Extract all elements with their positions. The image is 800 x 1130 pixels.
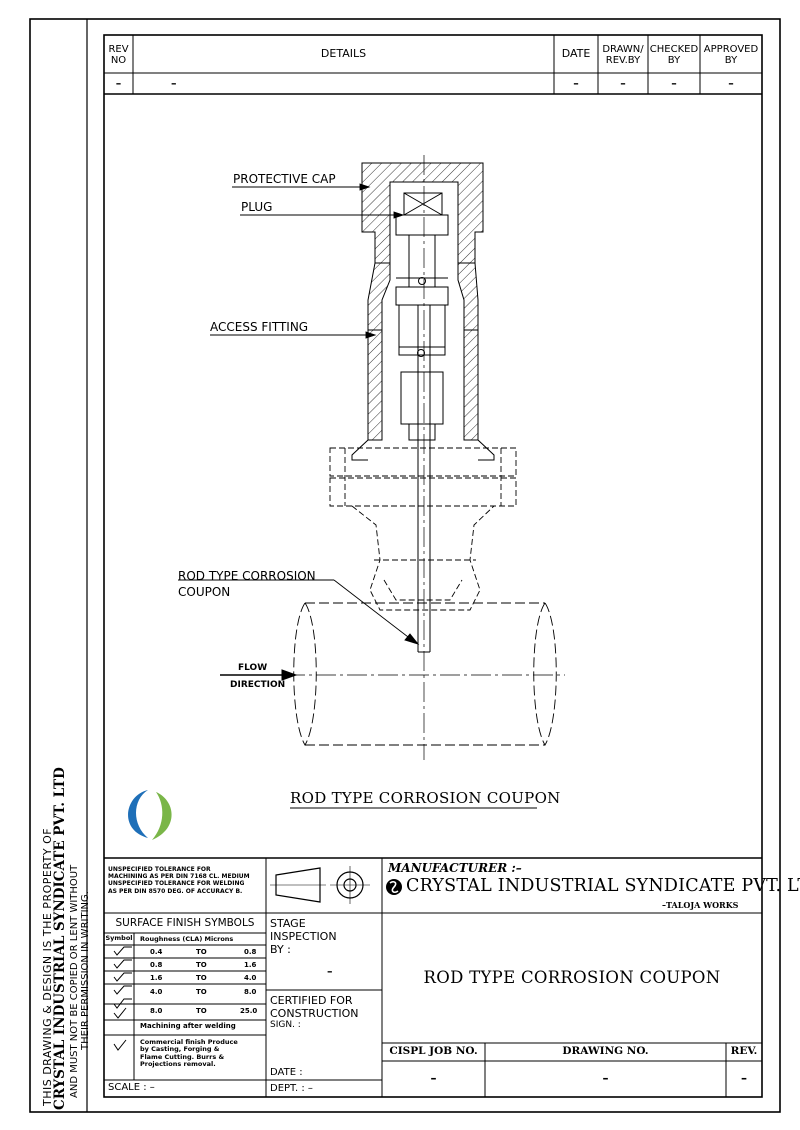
sf-row-1-from: 0.4 [150, 948, 163, 956]
drawn-header-1: DRAWN/ [602, 43, 644, 55]
sf-row-4-to-word: TO [196, 988, 207, 996]
stage-value: – [327, 965, 333, 978]
ownership-line-4: THEIR PERMISSION IN WRITING. [79, 891, 91, 1050]
sf-row-3-to-word: TO [196, 974, 207, 982]
date-value: – [573, 76, 579, 90]
sf-row-1-to: 0.8 [244, 948, 257, 956]
tolerance-note: UNSPECIFIED TOLERANCE FOR MACHINING AS P… [108, 866, 250, 895]
label-access-fitting: ACCESS FITTING [210, 320, 309, 334]
date-header: DATE [561, 47, 591, 61]
sf-commercial-3: Flame Cutting. Burrs & [140, 1052, 225, 1061]
checked-header-2: BY [667, 54, 681, 66]
rev-no-header-1: REV [108, 43, 129, 55]
certified-line-1: CERTIFIED FOR [270, 994, 353, 1007]
checked-header: CHECKED BY [648, 36, 700, 73]
drawn-header: DRAWN/ REV.BY [598, 36, 648, 73]
coupon-assembly [220, 155, 565, 760]
ownership-line-3: AND MUST NOT BE COPIED OR LENT WITHOUT [68, 864, 80, 1098]
approved-value: – [728, 76, 734, 90]
certified-block: CERTIFIED FOR CONSTRUCTION SIGN. : [270, 994, 359, 1031]
certified-sign: SIGN. : [270, 1020, 301, 1031]
label-coupon-2: COUPON [178, 585, 231, 599]
outer-border [29, 18, 781, 1113]
leader-lines [178, 183, 420, 645]
label-plug: PLUG [241, 200, 273, 214]
sf-row-4-from: 4.0 [150, 988, 163, 996]
rev-no-header-2: NO [110, 54, 127, 66]
manufacturer-label: MANUFACTURER :– [388, 861, 522, 875]
sf-commercial-2: by Casting, Forging & [140, 1045, 220, 1054]
sf-row-3-from: 1.6 [150, 974, 163, 982]
sf-row-5-to-word: TO [196, 1007, 207, 1015]
scale-label: SCALE : – [108, 1082, 155, 1093]
sf-commercial-4: Projections removal. [140, 1060, 216, 1069]
job-no-label: CISPL JOB NO. [389, 1045, 478, 1058]
job-no-value: – [430, 1071, 437, 1086]
rev-label: REV. [730, 1045, 758, 1058]
approved-header: APPROVED BY [700, 36, 762, 73]
sf-commercial: Commercial finish Produce by Casting, Fo… [140, 1038, 238, 1069]
revision-table-lines [104, 35, 762, 95]
sf-row-1-to-word: TO [196, 948, 207, 956]
checked-header-1: CHECKED [649, 43, 699, 55]
approved-header-2: BY [724, 54, 738, 66]
sf-row-2-to-word: TO [196, 961, 207, 969]
certified-date: DATE : [270, 1067, 303, 1078]
label-flow: FLOW [238, 663, 268, 673]
sf-machining: Machining after welding [140, 1022, 236, 1030]
surface-finish-title: SURFACE FINISH SYMBOLS [115, 916, 255, 929]
company-logo [128, 790, 172, 840]
drawing-no-label: DRAWING NO. [562, 1045, 649, 1058]
tolerance-line-2: MACHINING AS PER DIN 7168 CL. MEDIUM [108, 873, 250, 881]
label-direction: DIRECTION [230, 680, 286, 690]
drawn-header-2: REV.BY [605, 54, 641, 66]
label-coupon-1: ROD TYPE CORROSION [178, 569, 316, 583]
sf-row-5-to: 25.0 [240, 1007, 258, 1015]
stage-inspection: STAGE INSPECTION BY : [270, 917, 337, 957]
rev-value: – [741, 1071, 747, 1086]
rev-no-value: – [115, 76, 122, 90]
tolerance-line-1: UNSPECIFIED TOLERANCE FOR [108, 866, 211, 873]
projection-symbol [270, 866, 370, 904]
checked-value: – [671, 76, 677, 90]
title-block-lines [104, 857, 762, 1097]
rev-no-header: REV NO [104, 36, 133, 73]
tolerance-line-3: UNSPECIFIED TOLERANCE FOR WELDING [108, 880, 245, 888]
sf-col-symbol: Symbol [105, 934, 133, 943]
details-value: – [171, 77, 177, 90]
sf-row-5-from: 8.0 [150, 1007, 163, 1015]
stage-line-1: STAGE [270, 917, 306, 930]
title-block-title: ROD TYPE CORROSION COUPON [423, 968, 721, 988]
inner-border [103, 34, 763, 1098]
sf-row-2-to: 1.6 [244, 961, 257, 969]
tolerance-line-4: AS PER DIN 8570 DEG. OF ACCURACY B. [108, 887, 243, 895]
ownership-note: THIS DRAWING & DESIGN IS THE PROPERTY OF… [41, 767, 91, 1110]
details-header: DETAILS [320, 47, 367, 61]
sf-commercial-1: Commercial finish Produce [140, 1038, 238, 1046]
manufacturer-works: –TALOJA WORKS [662, 900, 739, 910]
label-protective-cap: PROTECTIVE CAP [233, 172, 336, 186]
manufacturer-name: CRYSTAL INDUSTRIAL SYNDICATE PVT. LTD [406, 876, 800, 896]
drawing-no-value: – [602, 1071, 609, 1086]
sf-row-4-to: 8.0 [244, 988, 257, 996]
sf-row-2-from: 0.8 [150, 961, 163, 969]
certified-line-2: CONSTRUCTION [270, 1007, 359, 1021]
stage-line-3: BY : [270, 943, 291, 957]
sf-col-roughness: Roughness (CLA) Microns [140, 935, 234, 943]
drawing-title: ROD TYPE CORROSION COUPON [290, 789, 561, 807]
ownership-line-2: CRYSTAL INDUSTRIAL SYNDICATE PVT. LTD [52, 767, 68, 1110]
sf-row-3-to: 4.0 [244, 974, 257, 982]
stage-line-2: INSPECTION [270, 930, 337, 944]
drawn-value: – [620, 76, 626, 90]
approved-header-1: APPROVED [703, 43, 759, 55]
certified-dept: DEPT. : – [270, 1083, 313, 1094]
finish-symbols [113, 946, 132, 1051]
